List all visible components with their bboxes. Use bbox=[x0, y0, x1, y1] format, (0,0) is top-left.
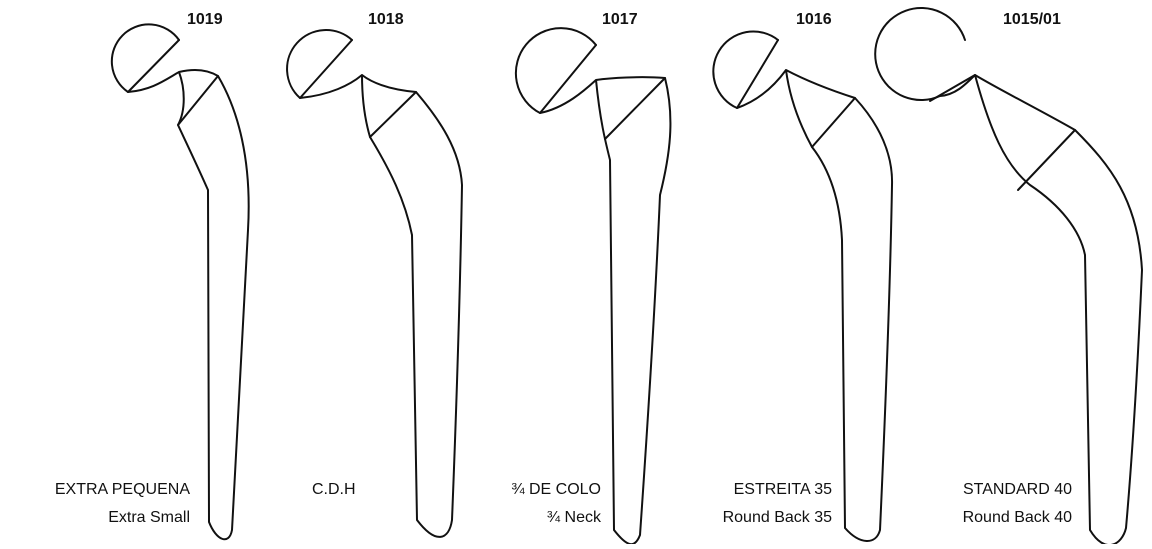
label-en: ¾ Neck bbox=[547, 509, 602, 526]
neck-collar-line bbox=[369, 91, 417, 138]
label-pt: STANDARD 40 bbox=[963, 481, 1072, 498]
neck-collar-line bbox=[177, 75, 219, 126]
neck-collar-line bbox=[604, 77, 666, 140]
stem-code: 1018 bbox=[368, 11, 404, 28]
label-pt: ESTREITA 35 bbox=[734, 481, 833, 498]
head-neck-line bbox=[299, 39, 353, 99]
stem-1015-01: 1015/01 STANDARD 40 Round Back 40 bbox=[874, 7, 1143, 547]
stem-code: 1015/01 bbox=[1003, 11, 1061, 28]
neck-collar-line bbox=[1017, 129, 1076, 191]
stem-1017: 1017 ¾ DE COLO ¾ Neck bbox=[511, 11, 672, 546]
label-en: Extra Small bbox=[108, 509, 190, 526]
head-neck-line bbox=[127, 39, 180, 93]
label-pt: ¾ DE COLO bbox=[511, 481, 601, 498]
stem-code: 1017 bbox=[602, 11, 638, 28]
head-neck-line bbox=[539, 44, 597, 114]
stem-code: 1019 bbox=[187, 11, 223, 28]
label-en: Round Back 40 bbox=[963, 509, 1073, 526]
stem-1019: 1019 EXTRA PEQUENA Extra Small bbox=[55, 11, 250, 541]
label-pt: C.D.H bbox=[312, 481, 356, 498]
neck-collar-line bbox=[811, 97, 856, 148]
stem-outline bbox=[514, 27, 672, 546]
stem-1016: 1016 ESTREITA 35 Round Back 35 bbox=[712, 11, 894, 542]
label-en: Round Back 35 bbox=[723, 509, 833, 526]
stem-code: 1016 bbox=[796, 11, 832, 28]
stem-outline bbox=[286, 29, 463, 538]
head-neck-line bbox=[736, 39, 779, 109]
stem-outline bbox=[110, 23, 250, 541]
stem-outline bbox=[874, 7, 1143, 547]
stem-outline bbox=[712, 30, 894, 542]
label-pt: EXTRA PEQUENA bbox=[55, 481, 190, 498]
head-neck-line bbox=[929, 74, 976, 102]
stem-1018: 1018 C.D.H bbox=[286, 11, 463, 538]
